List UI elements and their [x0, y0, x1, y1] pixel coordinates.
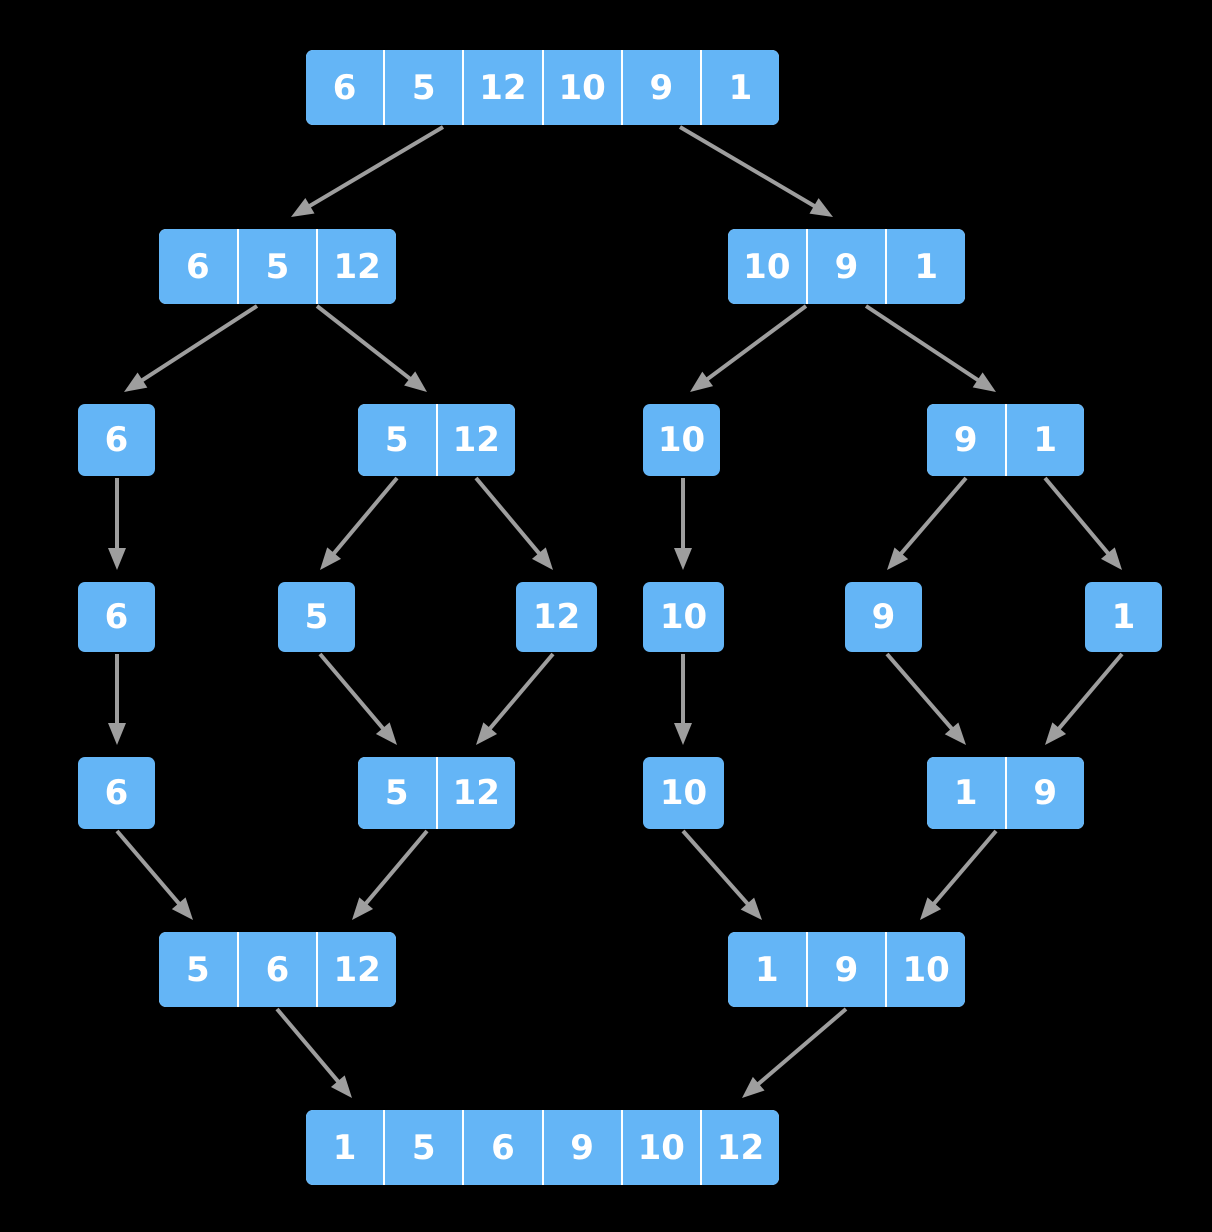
array-cell: 10: [543, 50, 621, 125]
array-cell: 1: [1006, 404, 1084, 476]
array-cell: 5: [385, 1110, 463, 1185]
array-cell: 10: [622, 1110, 700, 1185]
array-cell: 9: [807, 932, 886, 1007]
array-cell: 12: [437, 404, 515, 476]
array-node: 10: [643, 404, 720, 476]
array-cell: 5: [238, 229, 317, 304]
array-node: 1: [1085, 582, 1162, 652]
array-node: 6: [78, 757, 155, 829]
array-cell: 1: [306, 1110, 384, 1185]
array-cell: 1: [1085, 582, 1162, 652]
array-cell: 12: [437, 757, 515, 829]
array-node: 6: [78, 404, 155, 476]
array-cell: 5: [385, 50, 463, 125]
array-cell: 1: [701, 50, 779, 125]
array-cell: 12: [318, 229, 396, 304]
array-node: 10: [643, 757, 724, 829]
array-cell: 6: [306, 50, 384, 125]
array-cell: 5: [358, 757, 436, 829]
array-cell: 6: [78, 404, 155, 476]
array-cell: 6: [464, 1110, 542, 1185]
array-cell: 10: [643, 757, 724, 829]
array-cell: 6: [159, 229, 237, 304]
array-cell: 1: [728, 932, 806, 1007]
array-cell: 10: [643, 404, 720, 476]
array-node: 9: [845, 582, 922, 652]
array-cell: 6: [78, 582, 155, 652]
array-node: 5: [278, 582, 355, 652]
array-cell: 5: [278, 582, 355, 652]
array-cell: 6: [238, 932, 317, 1007]
array-cell: 9: [1006, 757, 1084, 829]
array-cell: 6: [78, 757, 155, 829]
array-cell: 12: [516, 582, 597, 652]
array-node: 6: [78, 582, 155, 652]
array-cell: 9: [845, 582, 922, 652]
array-cell: 10: [728, 229, 806, 304]
array-cell: 1: [887, 229, 965, 304]
array-cell: 12: [701, 1110, 779, 1185]
array-cell: 12: [464, 50, 542, 125]
array-cell: 9: [927, 404, 1005, 476]
array-cell: 10: [887, 932, 965, 1007]
array-node: 10: [643, 582, 724, 652]
array-cell: 9: [543, 1110, 621, 1185]
array-cell: 9: [622, 50, 700, 125]
array-cell: 10: [643, 582, 724, 652]
array-cell: 12: [318, 932, 396, 1007]
array-node: 12: [516, 582, 597, 652]
array-cell: 5: [159, 932, 237, 1007]
array-cell: 1: [927, 757, 1005, 829]
array-cell: 5: [358, 404, 436, 476]
array-cell: 9: [807, 229, 886, 304]
